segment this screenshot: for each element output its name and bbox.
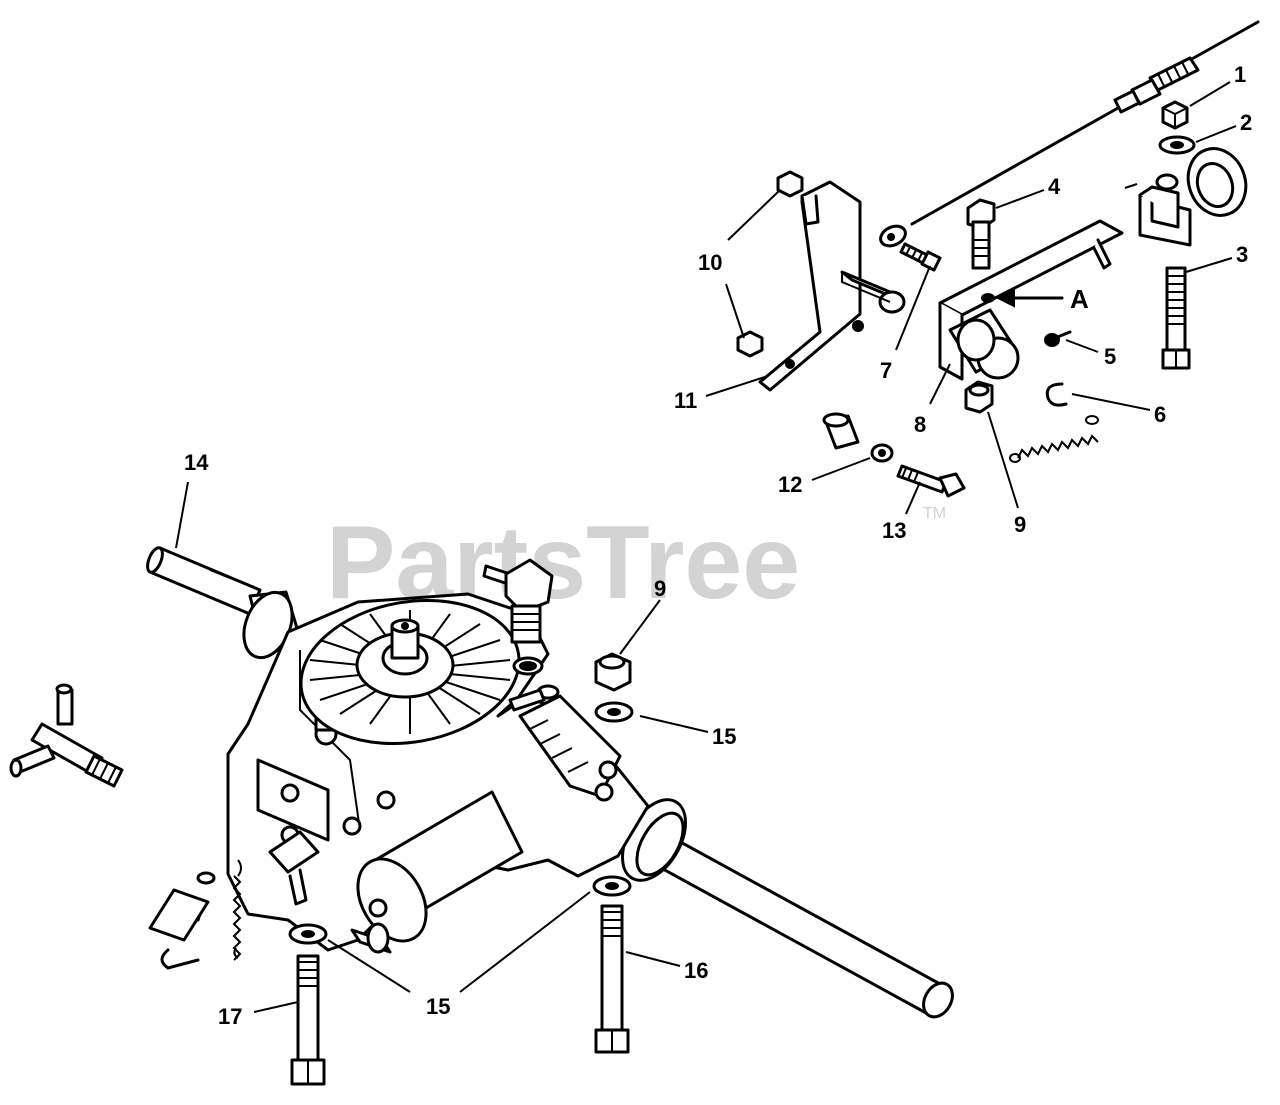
part-4-bolt [966,198,996,270]
callout-9-upper: 9 [1014,512,1026,537]
return-spring [232,859,242,961]
part-15-washer-left [288,923,328,945]
elbow-fitting [482,558,554,676]
callout-9-middle: 9 [654,576,666,601]
part-16-bolt [594,904,630,1054]
part-8-bracket [938,219,1124,381]
callout-7: 7 [880,358,892,383]
t-fitting [9,683,124,788]
part-10-nut-upper [776,170,804,198]
part-12-washer [870,443,894,463]
callout-6: 6 [1154,402,1166,427]
callout-2: 2 [1240,110,1252,135]
part-10-nut-lower [736,330,764,358]
leader-lines [175,81,1237,1013]
callout-1: 1 [1234,62,1246,87]
watermark-trademark: TM [923,505,946,522]
callout-labels: 1 2 3 4 5 6 7 8 9 9 10 11 12 13 14 15 15… [184,62,1252,1029]
part-11-plate [758,180,906,392]
part-5-screw [1044,330,1072,347]
cooling-fan [299,598,521,746]
callout-4: 4 [1048,174,1061,199]
extension-spring [1009,415,1099,463]
part-1-nut [1161,100,1189,130]
callout-8: 8 [914,412,926,437]
part-7-bolt [899,242,942,272]
callout-15-lower: 15 [426,994,450,1019]
callout-A: A [1070,284,1089,314]
part-3-bolt [1161,266,1191,370]
callout-14: 14 [184,450,209,475]
callout-13: 13 [882,518,906,543]
part-12-spacer [822,412,860,450]
callout-11: 11 [674,388,697,413]
part-17-bolt [290,954,326,1086]
axle-right [586,796,954,1019]
callout-15-upper: 15 [712,724,736,749]
callout-12: 12 [778,472,802,497]
part-6-clip [1045,382,1068,407]
callout-3: 3 [1236,242,1248,267]
control-cable [879,20,1260,248]
part-13-bolt [896,464,966,498]
callout-16: 16 [684,958,708,983]
part-15-washer-right [592,875,632,897]
small-bracket [148,871,216,970]
part-9-nut-upper [964,380,994,414]
callout-5: 5 [1104,344,1116,369]
part-14-axle-left [146,546,302,660]
callout-17: 17 [218,1004,242,1029]
part-2-washer [1158,135,1196,155]
callout-10: 10 [698,250,722,275]
part-15-washer-upper [594,701,634,723]
cable-clamp-bracket [1124,147,1248,247]
part-9-nut-middle [594,652,632,692]
